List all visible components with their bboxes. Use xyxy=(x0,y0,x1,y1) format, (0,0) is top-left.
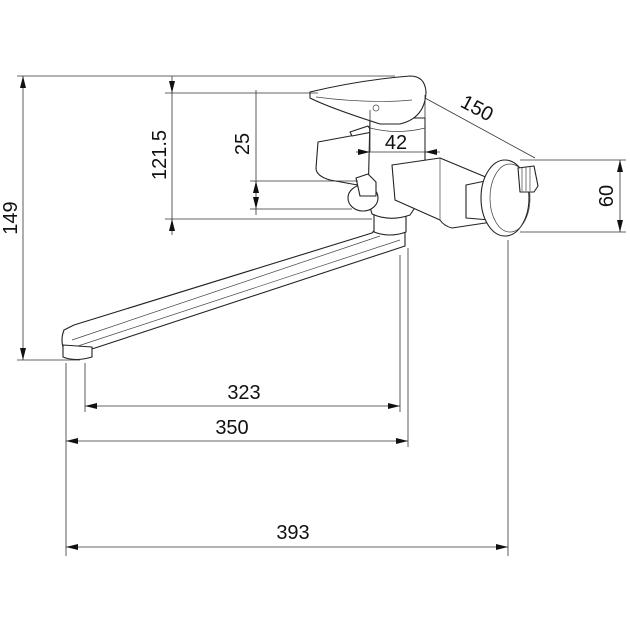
dim-label-121-5: 121.5 xyxy=(149,130,171,180)
lever-handle xyxy=(309,75,427,125)
dim-label-350: 350 xyxy=(215,417,248,439)
dim-label-150: 150 xyxy=(457,91,497,126)
dim-label-60: 60 xyxy=(596,185,618,207)
faucet xyxy=(61,75,539,361)
dim-label-323: 323 xyxy=(227,382,260,404)
dim-label-393: 393 xyxy=(276,522,309,544)
dimension-lines xyxy=(17,75,626,556)
dim-label-42: 42 xyxy=(385,132,407,154)
threaded-connector xyxy=(517,165,539,193)
spout-outlet xyxy=(62,344,93,361)
dim-label-149: 149 xyxy=(0,201,22,234)
dim-label-25: 25 xyxy=(232,133,254,155)
